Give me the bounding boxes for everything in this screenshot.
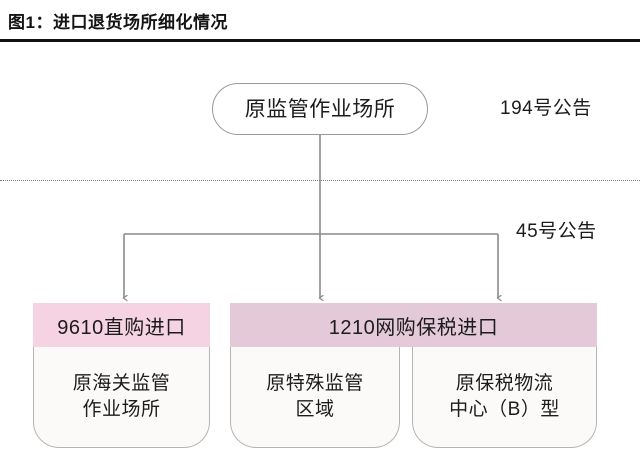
node-bonded-logistics-center-label: 原保税物流 中心（B）型 — [449, 373, 560, 420]
node-special-zone[interactable]: 原特殊监管 区域 — [230, 347, 400, 448]
node-root[interactable]: 原监管作业场所 — [212, 83, 428, 135]
section-divider — [0, 180, 640, 181]
group-header-9610[interactable]: 9610直购进口 — [33, 303, 210, 347]
node-root-label: 原监管作业场所 — [244, 97, 396, 121]
title-divider-rule — [0, 39, 640, 42]
node-customs-site[interactable]: 原海关监管 作业场所 — [33, 347, 210, 448]
annotation-announcement-45: 45号公告 — [516, 221, 597, 242]
node-special-zone-label: 原特殊监管 区域 — [266, 373, 364, 420]
page-title: 图1：进口退货场所细化情况 — [8, 13, 228, 32]
node-customs-site-label: 原海关监管 作业场所 — [72, 373, 171, 420]
group-header-1210[interactable]: 1210网购保税进口 — [230, 303, 597, 347]
node-bonded-logistics-center[interactable]: 原保税物流 中心（B）型 — [412, 347, 597, 448]
annotation-announcement-194: 194号公告 — [500, 98, 592, 119]
